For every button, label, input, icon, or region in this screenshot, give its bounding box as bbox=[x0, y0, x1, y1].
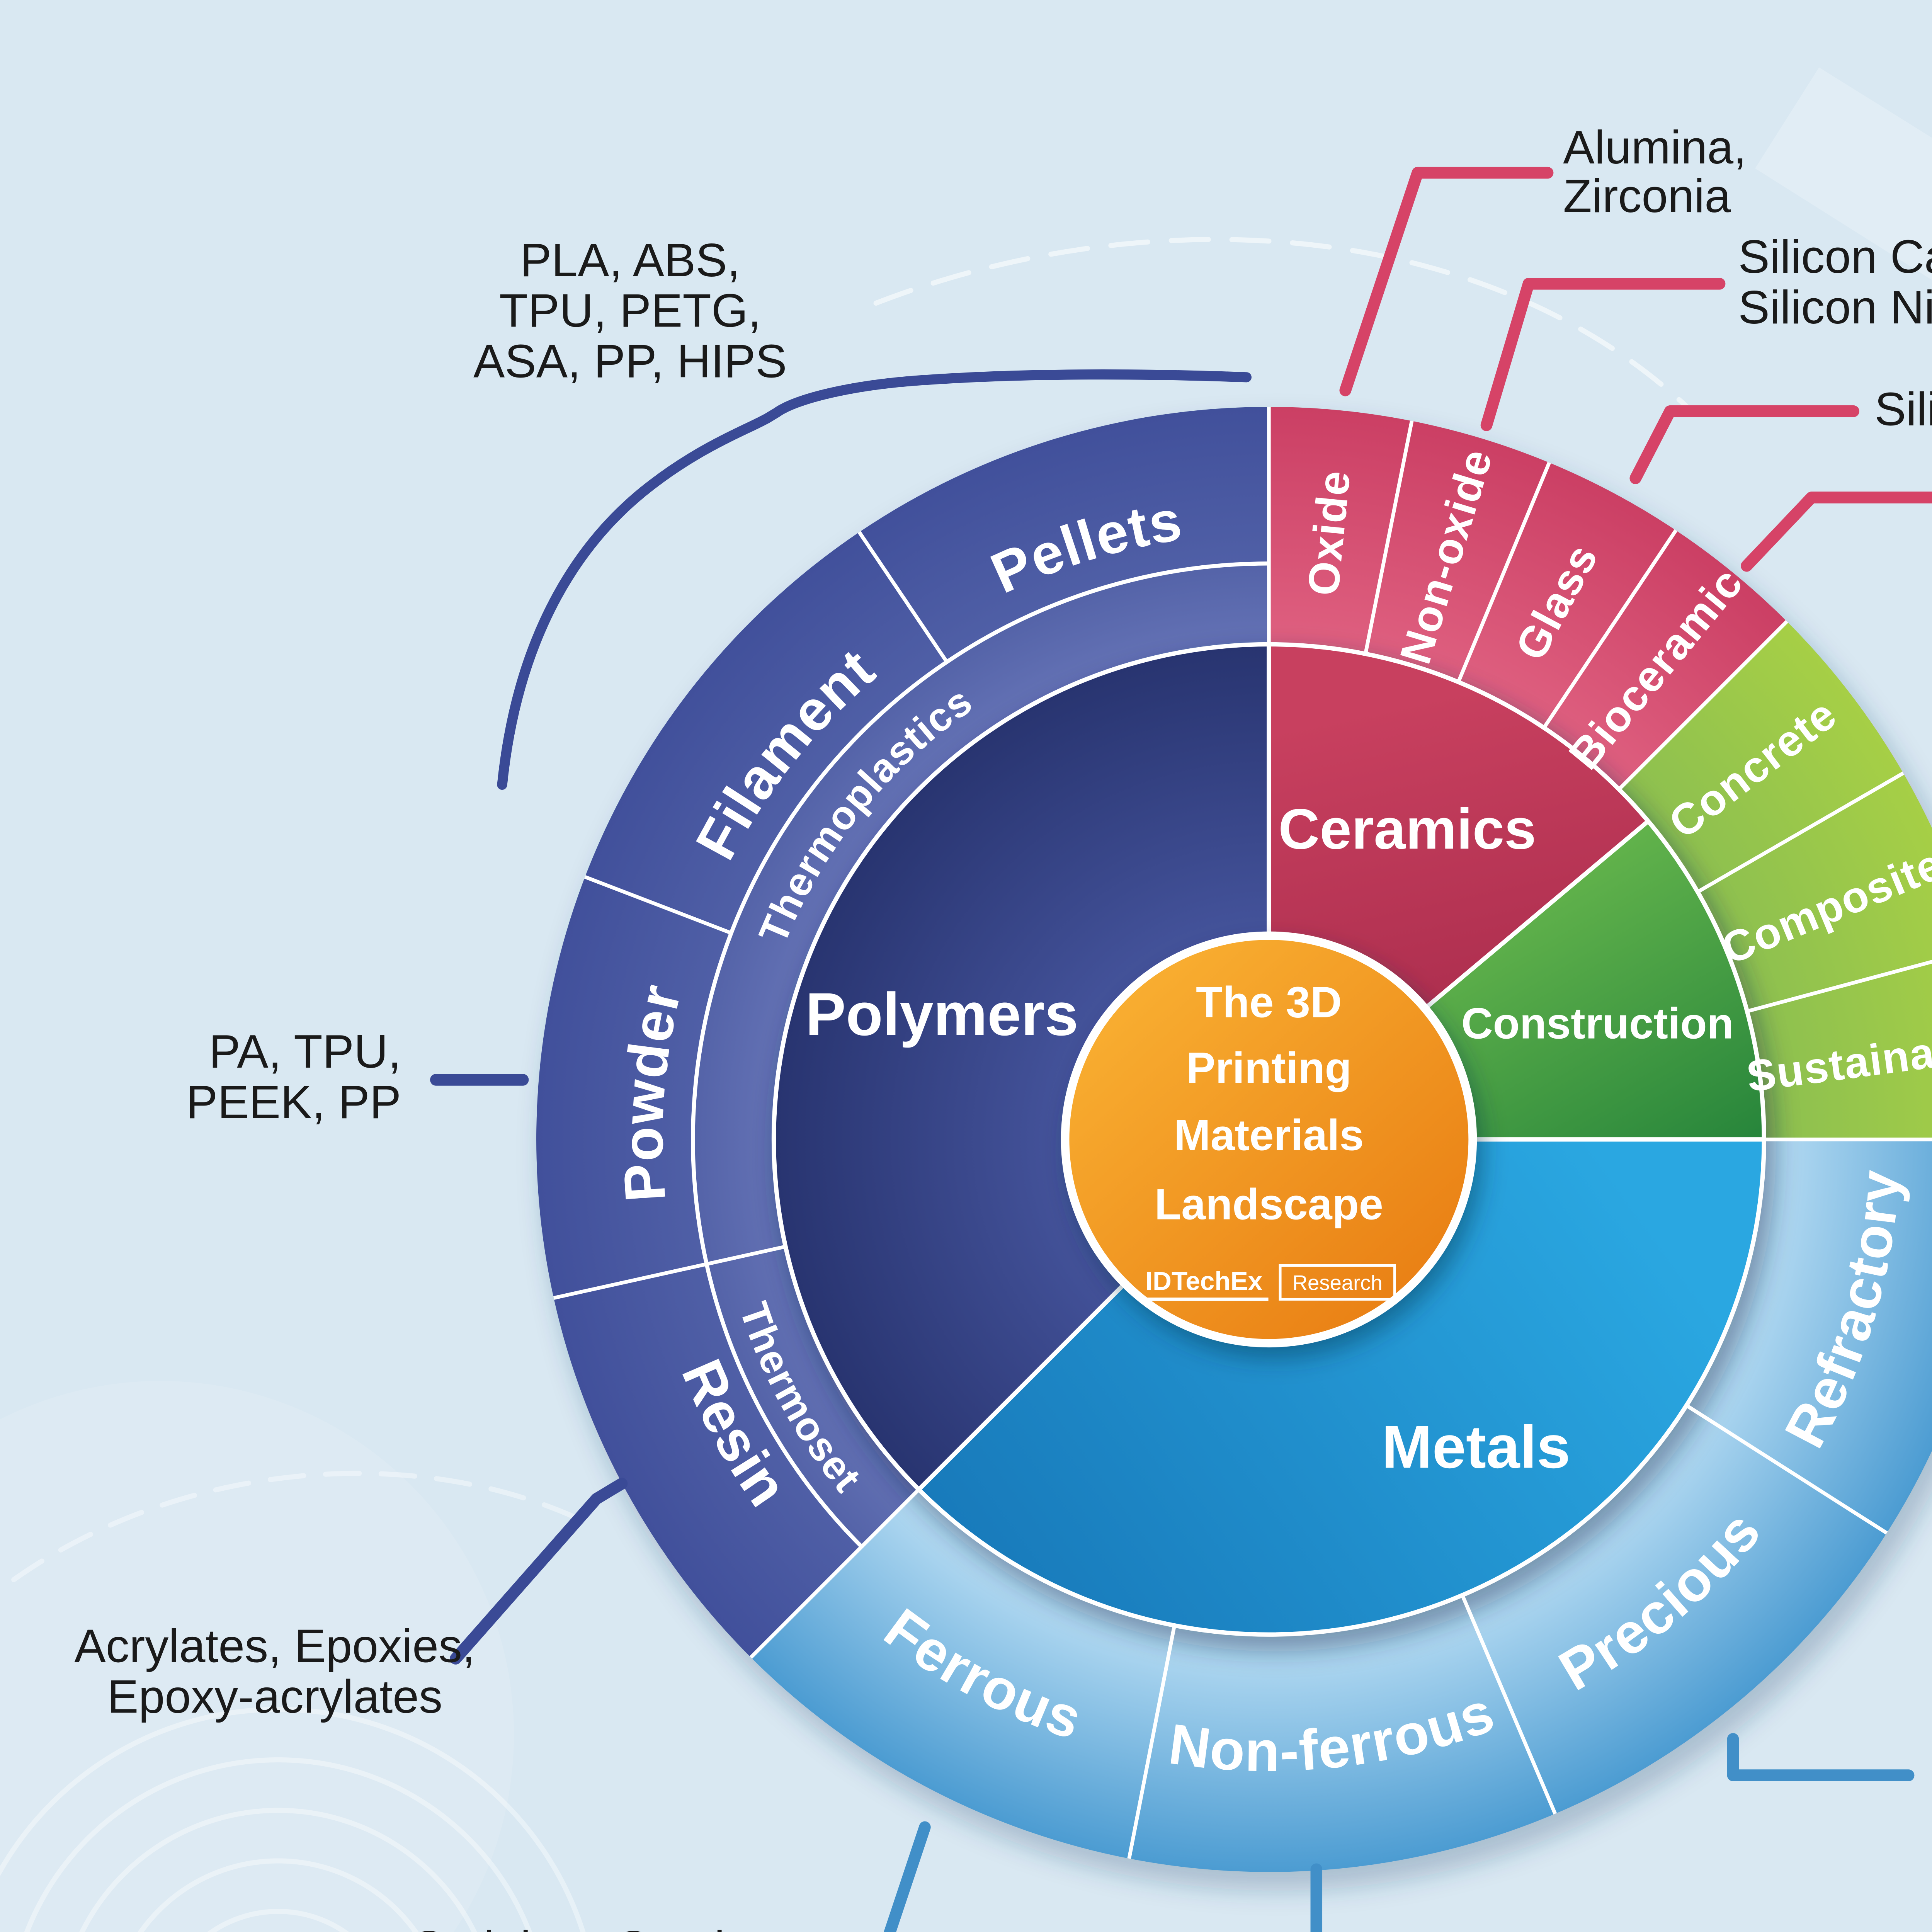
brand-name: IDTechEx bbox=[1145, 1267, 1262, 1296]
callout-stainless-line bbox=[883, 1821, 931, 1932]
callout-alumina-line bbox=[1339, 167, 1554, 396]
label-ceramics: Ceramics bbox=[1278, 797, 1536, 861]
label-polymers: Polymers bbox=[805, 981, 1078, 1048]
label-metals: Metals bbox=[1382, 1413, 1570, 1481]
segment-construction bbox=[1427, 821, 1764, 1139]
segment-polymers bbox=[774, 644, 1269, 1490]
center-circle bbox=[1061, 931, 1477, 1348]
diagram-title-line: Printing bbox=[1186, 1043, 1352, 1092]
segment-resin bbox=[553, 1264, 862, 1658]
segment-composite bbox=[1697, 773, 1932, 1012]
callout-pa-tpu-label: PA, TPU,PEEK, PP bbox=[186, 1025, 401, 1128]
brand-sub: Research bbox=[1293, 1271, 1383, 1294]
segment-precious bbox=[1462, 1405, 1887, 1814]
segment-thermoplastics bbox=[693, 563, 1269, 1264]
segment-powder bbox=[536, 877, 731, 1298]
callout-silica-line bbox=[1629, 405, 1859, 485]
diagram-title-line: Materials bbox=[1174, 1111, 1364, 1160]
segment-refractory bbox=[1686, 1139, 1932, 1533]
brand-research-badge bbox=[1279, 1264, 1396, 1301]
segment-ferrous bbox=[751, 1489, 1175, 1859]
callout-silicon-carbide-label: Silicon Carbide,Silicon Nitride bbox=[1738, 230, 1932, 333]
callout-pla-abs-line bbox=[497, 369, 1252, 790]
inner-ring bbox=[774, 644, 1764, 1635]
segment-sustainable bbox=[1747, 961, 1932, 1139]
diagram-title-line: Landscape bbox=[1155, 1180, 1383, 1229]
segment-non-oxide bbox=[1365, 421, 1549, 682]
diagram-title-line: The 3D bbox=[1196, 978, 1342, 1027]
callout-alumina-label: Alumina,Zirconia bbox=[1563, 121, 1747, 222]
segment-glass bbox=[1458, 463, 1676, 728]
segment-pellets bbox=[859, 406, 1269, 662]
separators bbox=[553, 406, 1932, 1859]
segment-filament bbox=[585, 532, 947, 933]
callout-acrylates-label: Acrylates, Epoxies,Epoxy-acrylates bbox=[74, 1620, 475, 1723]
segment-non-ferrous bbox=[1129, 1595, 1555, 1872]
callout-silica-label: Silica bbox=[1875, 383, 1932, 435]
segment-metals bbox=[918, 1139, 1764, 1635]
segment-bioceramic bbox=[1544, 530, 1787, 789]
segment-thermoset bbox=[706, 1247, 919, 1547]
segment-concrete bbox=[1619, 621, 1903, 892]
callout-aluminum-line bbox=[1310, 1863, 1323, 1932]
callout-silicon-carbide-line bbox=[1480, 278, 1726, 431]
callout-stainless-label: Stainless Steel,Tool Steel bbox=[413, 1921, 738, 1932]
callout-acrylates-line bbox=[449, 1478, 628, 1665]
brand-logo: IDTechEx Research bbox=[1145, 1264, 1396, 1301]
label-construction: Construction bbox=[1461, 999, 1734, 1048]
callout-pla-abs-label: PLA, ABS,TPU, PETG,ASA, PP, HIPS bbox=[473, 234, 787, 387]
label-oxide: Oxide bbox=[1298, 468, 1359, 598]
callout-hydroxyapatite-line bbox=[1741, 492, 1932, 572]
callout-gold-silver-line bbox=[1727, 1733, 1915, 1781]
callouts: PLA, ABS,TPU, PETG,ASA, PP, HIPS Alumina,… bbox=[74, 121, 1932, 1932]
background-decoration bbox=[0, 67, 1932, 1932]
